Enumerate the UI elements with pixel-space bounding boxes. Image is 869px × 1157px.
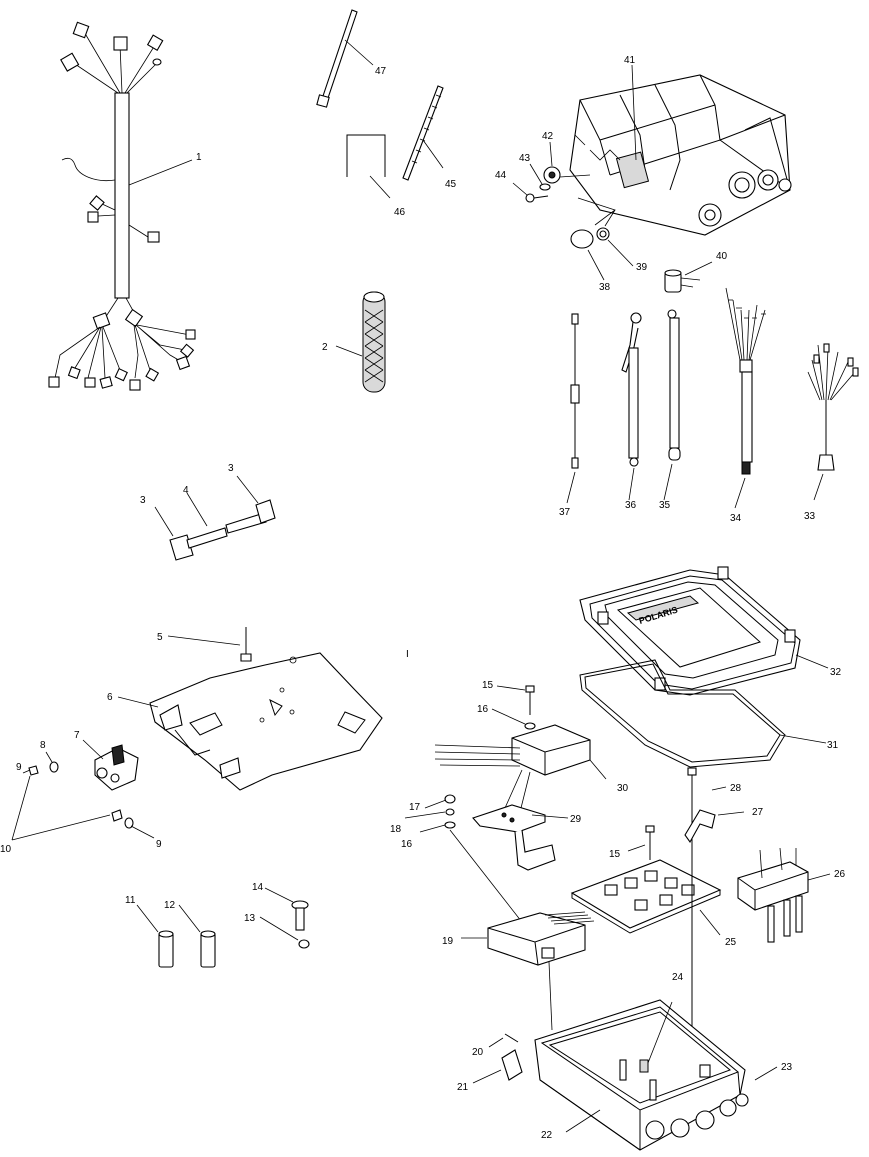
callout-3a: 3 <box>140 495 146 506</box>
callout-3b: 3 <box>228 463 234 474</box>
callout-9b: 9 <box>156 839 162 850</box>
fuse-12 <box>178 904 216 968</box>
callout-46: 46 <box>394 207 406 218</box>
cable-37 <box>566 313 580 504</box>
callout-34: 34 <box>730 513 742 524</box>
tie-strap-47 <box>316 9 374 108</box>
callout-23: 23 <box>781 1062 793 1073</box>
connector-cap-42 <box>543 141 591 184</box>
hardware-8-10 <box>11 751 155 841</box>
tube-45 <box>402 85 444 181</box>
circuit-board-25 <box>570 859 722 936</box>
callout-15b: 15 <box>609 849 621 860</box>
callout-20: 20 <box>472 1047 484 1058</box>
callout-2: 2 <box>322 342 328 353</box>
callout-45: 45 <box>445 179 457 190</box>
bracket-7 <box>82 739 139 791</box>
callout-29: 29 <box>570 814 582 825</box>
callout-4: 4 <box>183 485 189 496</box>
callout-43: 43 <box>519 153 531 164</box>
callout-22: 22 <box>541 1130 553 1141</box>
callout-21: 21 <box>457 1082 469 1093</box>
callout-17: 17 <box>409 802 421 813</box>
screw-44 <box>512 182 549 203</box>
callout-35: 35 <box>659 500 671 511</box>
callout-7: 7 <box>74 730 80 741</box>
module-30 <box>434 724 607 821</box>
bolt-14-washer-13 <box>259 887 310 949</box>
callout-13a: 13 <box>244 913 256 924</box>
callout-44: 44 <box>495 170 507 181</box>
capacitor-40 <box>664 261 713 293</box>
callout-i: I <box>406 649 409 660</box>
callout-42: 42 <box>542 131 554 142</box>
callout-32: 32 <box>830 667 842 678</box>
callout-16b: 16 <box>401 839 413 850</box>
callout-27: 27 <box>752 807 764 818</box>
callout-15a: 15 <box>482 680 494 691</box>
callout-40: 40 <box>716 251 728 262</box>
cable-35 <box>663 309 681 501</box>
callout-41: 41 <box>624 55 636 66</box>
callout-12: 12 <box>164 900 176 911</box>
callout-labels: 1 2 3 3 4 5 6 7 8 9 9 10 11 12 13 14 15 … <box>0 55 846 1141</box>
bolt-5 <box>167 627 252 662</box>
plug-38-39 <box>570 197 634 281</box>
control-box-top-41 <box>569 64 792 236</box>
mounting-plate-6 <box>117 652 383 791</box>
callout-9a: 9 <box>16 762 22 773</box>
callout-18: 18 <box>390 824 402 835</box>
washer-43 <box>529 163 551 191</box>
nut-17-18 <box>404 794 551 959</box>
callout-26: 26 <box>834 869 846 880</box>
module-19 <box>461 911 595 1031</box>
callout-28: 28 <box>730 783 742 794</box>
callout-11: 11 <box>125 895 136 906</box>
lid-32 <box>579 566 829 696</box>
callout-31: 31 <box>827 740 839 751</box>
callout-10: 10 <box>0 844 12 855</box>
callout-25: 25 <box>725 937 737 948</box>
bolt-20-clip-21 <box>472 1033 523 1084</box>
relay-block-26 <box>737 847 831 943</box>
wire-harness-33 <box>807 343 859 501</box>
callout-39: 39 <box>636 262 648 273</box>
wire-harness-34 <box>725 287 766 509</box>
bracket-29 <box>472 804 569 871</box>
callout-8: 8 <box>40 740 46 751</box>
bracket-27-screw-28 <box>684 767 745 1030</box>
wire-sleeve-2 <box>335 291 386 393</box>
callout-6: 6 <box>107 692 113 703</box>
callout-38: 38 <box>599 282 611 293</box>
callout-33: 33 <box>804 511 816 522</box>
screws-15-16 <box>491 685 655 860</box>
wire-harness-main <box>48 21 196 391</box>
gasket-31 <box>579 659 827 768</box>
callout-19: 19 <box>442 936 454 947</box>
callout-14: 14 <box>252 882 264 893</box>
control-box-base-22 <box>534 999 778 1151</box>
cable-36 <box>621 312 642 501</box>
callout-24: 24 <box>672 972 684 983</box>
strap-3-4 <box>154 475 276 561</box>
callout-36: 36 <box>625 500 637 511</box>
callout-47: 47 <box>375 66 387 77</box>
callout-1: 1 <box>196 152 202 163</box>
callout-30: 30 <box>617 783 629 794</box>
callout-37: 37 <box>559 507 571 518</box>
bracket-46 <box>346 134 391 199</box>
callout-16a: 16 <box>477 704 489 715</box>
callout-5: 5 <box>157 632 163 643</box>
fuse-11 <box>136 904 174 968</box>
